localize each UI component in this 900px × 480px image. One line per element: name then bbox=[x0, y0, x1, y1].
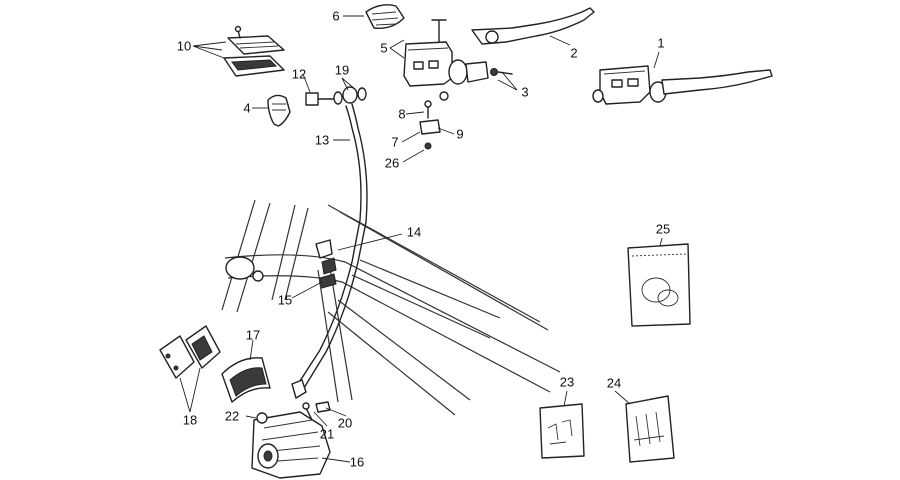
frame-tubes bbox=[221, 199, 561, 416]
part-20-bleed-screw bbox=[256, 401, 331, 424]
callout-24: 24 bbox=[607, 376, 621, 391]
callout-26: 26 bbox=[385, 156, 399, 171]
part-24-kit-bag bbox=[625, 395, 675, 463]
part-17-brake-pad bbox=[221, 357, 271, 403]
callout-15: 15 bbox=[278, 293, 292, 308]
callout-3: 3 bbox=[521, 85, 528, 100]
part-5-reservoir-body bbox=[403, 41, 513, 101]
callout-4: 4 bbox=[243, 101, 250, 116]
callout-5: 5 bbox=[380, 41, 387, 56]
callout-25: 25 bbox=[656, 222, 670, 237]
callout-17: 17 bbox=[246, 328, 260, 343]
part-6-reservoir-cover bbox=[365, 4, 447, 43]
callout-7: 7 bbox=[391, 135, 398, 150]
part-4-rubber-boot bbox=[267, 94, 291, 127]
callout-19: 19 bbox=[335, 63, 349, 78]
callout-1: 1 bbox=[657, 36, 664, 51]
callout-6: 6 bbox=[332, 9, 339, 24]
part-16-brake-caliper bbox=[251, 411, 331, 479]
part-7-brake-switch bbox=[419, 100, 441, 150]
callout-14: 14 bbox=[407, 225, 421, 240]
part-25-kit-bag bbox=[627, 243, 691, 327]
part-10-seal-pads bbox=[223, 25, 285, 77]
part-18-brake-pads bbox=[159, 325, 221, 379]
callout-13: 13 bbox=[315, 133, 329, 148]
callout-numbers: 1 2 3 4 5 6 7 8 9 10 12 13 14 15 16 17 1… bbox=[177, 9, 670, 470]
callout-9: 9 bbox=[456, 127, 463, 142]
callout-2: 2 bbox=[570, 46, 577, 61]
callout-8: 8 bbox=[398, 107, 405, 122]
callout-10: 10 bbox=[177, 39, 191, 54]
callout-12: 12 bbox=[292, 67, 306, 82]
leader-lines bbox=[179, 15, 663, 463]
callout-23: 23 bbox=[560, 375, 574, 390]
callout-18: 18 bbox=[183, 413, 197, 428]
part-23-kit-bag bbox=[539, 403, 585, 459]
callout-22: 22 bbox=[225, 409, 239, 424]
part-1-master-cylinder-assembly bbox=[592, 65, 773, 105]
part-2-brake-lever bbox=[471, 7, 595, 45]
part-13-brake-hose bbox=[291, 103, 368, 399]
callout-16: 16 bbox=[350, 455, 364, 470]
part-12-banjo-bolt bbox=[305, 86, 367, 106]
part-14-hose-clip bbox=[315, 239, 337, 289]
callout-20: 20 bbox=[338, 416, 352, 431]
callout-21: 21 bbox=[320, 427, 334, 442]
